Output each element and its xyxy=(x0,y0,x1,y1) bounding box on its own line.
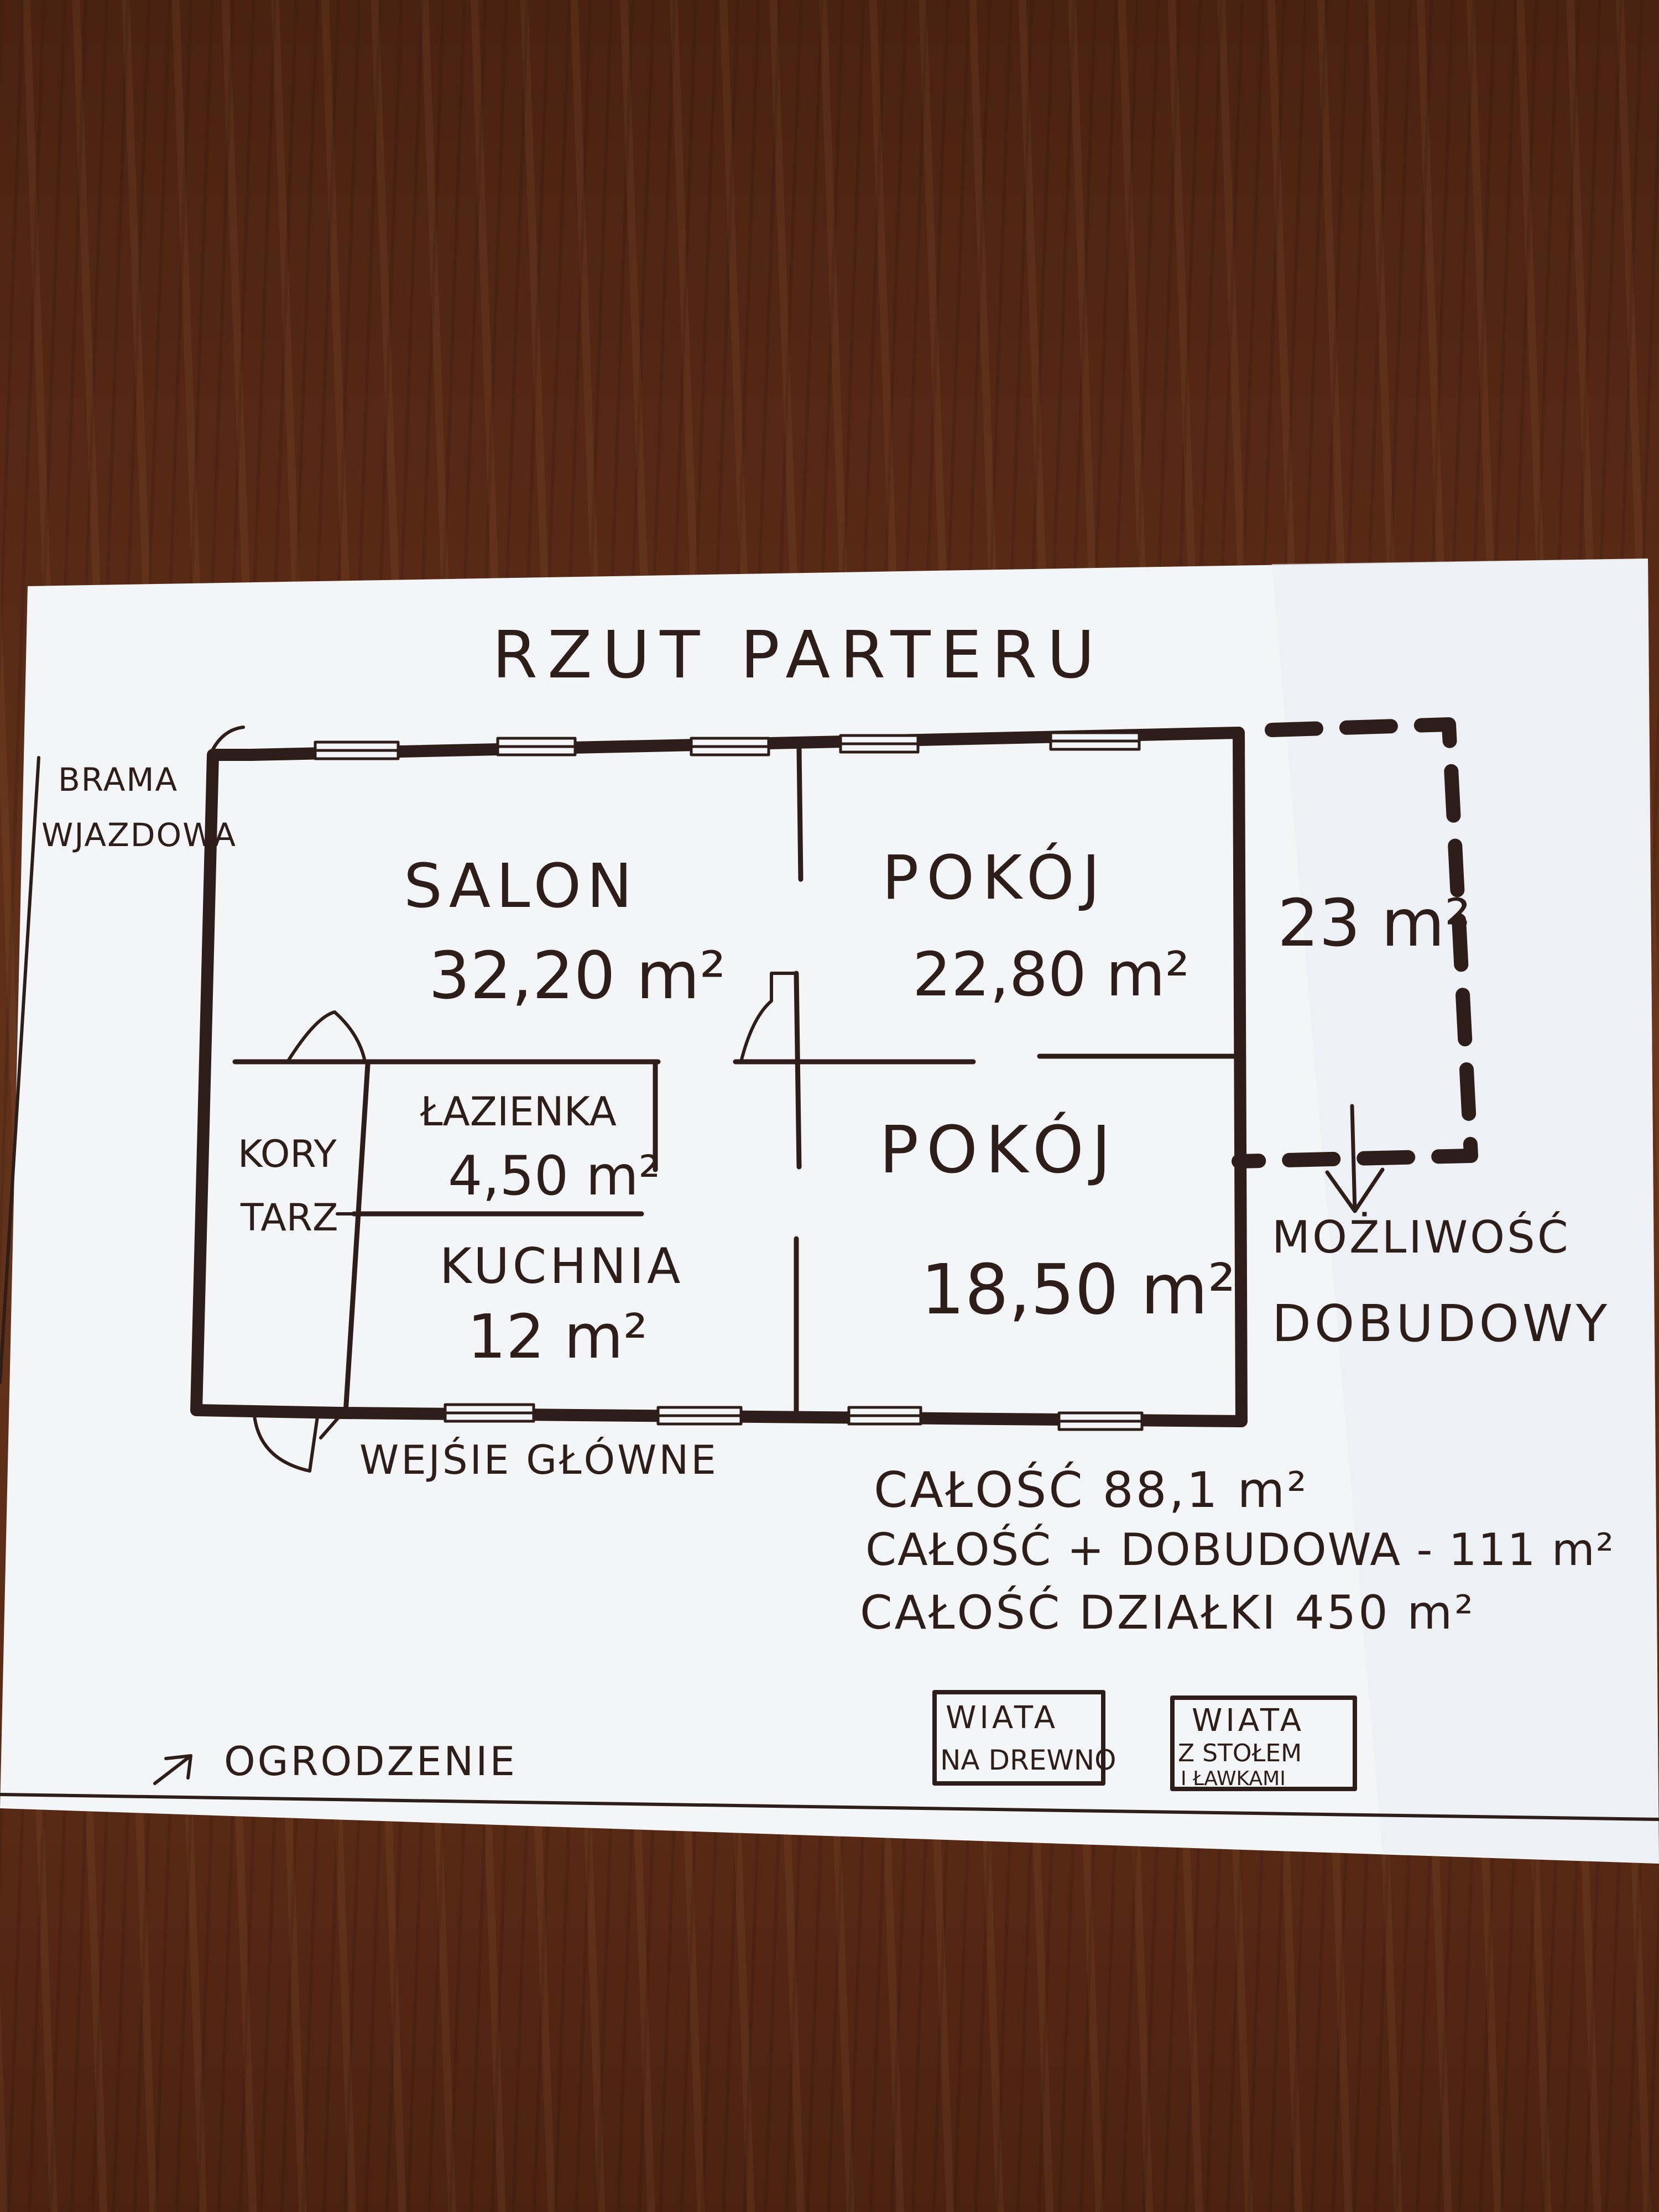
wall-vertical-center xyxy=(794,971,802,1170)
salon-name: SALON xyxy=(404,851,638,921)
fence-label: OGRODZENIE xyxy=(224,1738,517,1785)
pokoj-bottom-name: POKÓJ xyxy=(879,1112,1119,1188)
extension-arrow xyxy=(1325,1104,1385,1213)
kuchnia-name: KUCHNIA xyxy=(440,1238,684,1295)
shed1-line2: NA DREWNO xyxy=(940,1744,1117,1776)
pokoj-top-area: 22,80 m² xyxy=(912,939,1190,1010)
entrance-label: WEJŚIE GŁÓWNE xyxy=(359,1437,718,1483)
korytarz-label-2: TARZ xyxy=(240,1196,338,1240)
shed1-line1: WIATA xyxy=(946,1700,1058,1736)
total-area: CAŁOŚĆ 88,1 m² xyxy=(874,1462,1309,1519)
left-boundary-line xyxy=(0,756,40,1384)
door-entrance-arc xyxy=(253,1411,320,1473)
shed1-box xyxy=(932,1690,1105,1786)
door-salon-arc xyxy=(739,972,798,1063)
pokoj-top-name: POKÓJ xyxy=(882,842,1108,913)
wall-vertical-center-top xyxy=(796,747,804,882)
outer-wall xyxy=(190,727,1248,1427)
wall-corridor xyxy=(343,1062,371,1416)
fence-arrow xyxy=(153,1754,192,1785)
gate-label-1: BRAMA xyxy=(58,761,178,799)
extension-area: 23 m² xyxy=(1277,885,1471,961)
plot-area: CAŁOŚĆ DZIAŁKI 450 m² xyxy=(860,1585,1475,1640)
door-bathroom-arc xyxy=(286,1010,367,1063)
lazienka-name: ŁAZIENKA xyxy=(420,1088,617,1135)
lazienka-area: 4,50 m² xyxy=(448,1145,660,1208)
shed2-line3: I ŁAWKAMI xyxy=(1181,1767,1286,1790)
gate-arc xyxy=(208,726,245,757)
windows xyxy=(314,731,1144,1431)
korytarz-label-1: KORY xyxy=(238,1133,337,1176)
shed2-line1: WIATA xyxy=(1192,1703,1305,1739)
kuchnia-area: 12 m² xyxy=(467,1301,648,1372)
fence-line xyxy=(0,1793,1659,1821)
pokoj-bottom-area: 18,50 m² xyxy=(921,1250,1235,1330)
shed2-box xyxy=(1170,1695,1357,1791)
salon-area: 32,20 m² xyxy=(429,937,726,1014)
plan-title: RZUT PARTERU xyxy=(492,617,1105,693)
shed2-line2: Z STOŁEM xyxy=(1178,1739,1302,1767)
extension-label-1: MOŻLIWOŚĆ xyxy=(1272,1211,1571,1263)
gate-label-2: WJAZDOWA xyxy=(41,816,237,854)
extension-dashed-outline xyxy=(1232,717,1478,1168)
total-with-extension: CAŁOŚĆ + DOBUDOWA - 111 m² xyxy=(865,1524,1615,1575)
extension-label-2: DOBUDOWY xyxy=(1272,1294,1610,1353)
